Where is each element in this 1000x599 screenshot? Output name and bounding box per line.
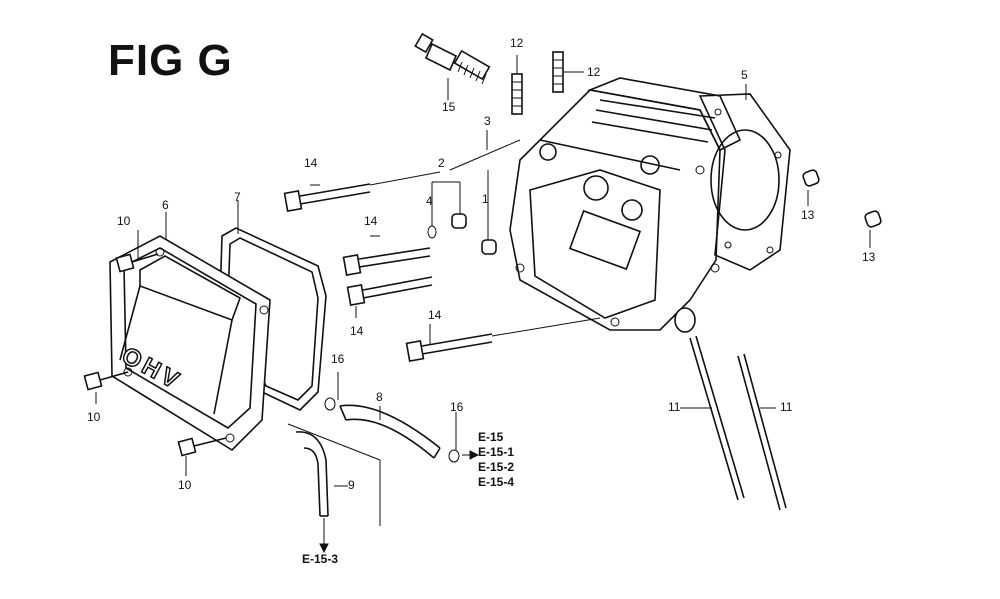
leader-lines — [95, 84, 871, 554]
collars — [427, 139, 521, 255]
reference-e-15-2: E-15-2 — [478, 460, 515, 474]
callout-13-left: 13 — [801, 208, 815, 222]
figure-title: FIG G — [108, 36, 233, 85]
callout-12-left: 12 — [510, 36, 524, 50]
dowel-pins — [802, 169, 882, 228]
callout-2: 2 — [438, 156, 445, 170]
callout-14-middle: 14 — [364, 214, 378, 228]
callout-11-left: 11 — [668, 400, 681, 414]
callout-14-bottom: 14 — [428, 308, 442, 322]
callout-15: 15 — [442, 100, 456, 114]
drain-tube — [295, 431, 329, 517]
push-rods — [689, 335, 787, 511]
head-bolts — [283, 171, 601, 363]
stud-bolts — [511, 51, 584, 115]
reference-e-15-1: E-15-1 — [478, 445, 515, 459]
callout-7: 7 — [234, 190, 241, 204]
callout-8: 8 — [376, 390, 383, 404]
callout-13-right: 13 — [862, 250, 876, 264]
head-cover — [109, 235, 271, 452]
callout-1: 1 — [482, 192, 489, 206]
callout-11-right: 11 — [780, 400, 793, 414]
breather-tube — [339, 404, 441, 459]
callout-12-right: 12 — [587, 65, 601, 79]
callout-10-left: 10 — [87, 410, 101, 424]
spark-plug — [414, 32, 491, 96]
cover-bolts — [83, 253, 227, 457]
callout-14-top: 14 — [304, 156, 318, 170]
callout-10-bottom: 10 — [178, 478, 192, 492]
callout-16-left: 16 — [331, 352, 345, 366]
reference-e-15-3: E-15-3 — [302, 552, 339, 566]
callout-4: 4 — [426, 194, 433, 208]
callout-14-lower: 14 — [350, 324, 364, 338]
callout-9: 9 — [348, 478, 355, 492]
head-gasket — [698, 93, 791, 271]
reference-e-15-4: E-15-4 — [478, 475, 515, 489]
callout-10-top: 10 — [117, 214, 131, 228]
callout-16-right: 16 — [450, 400, 464, 414]
clips — [324, 397, 460, 463]
reference-e-15: E-15 — [478, 430, 504, 444]
callout-6: 6 — [162, 198, 169, 212]
cylinder-head — [509, 77, 742, 333]
callout-3: 3 — [484, 114, 491, 128]
callout-5: 5 — [741, 68, 748, 82]
